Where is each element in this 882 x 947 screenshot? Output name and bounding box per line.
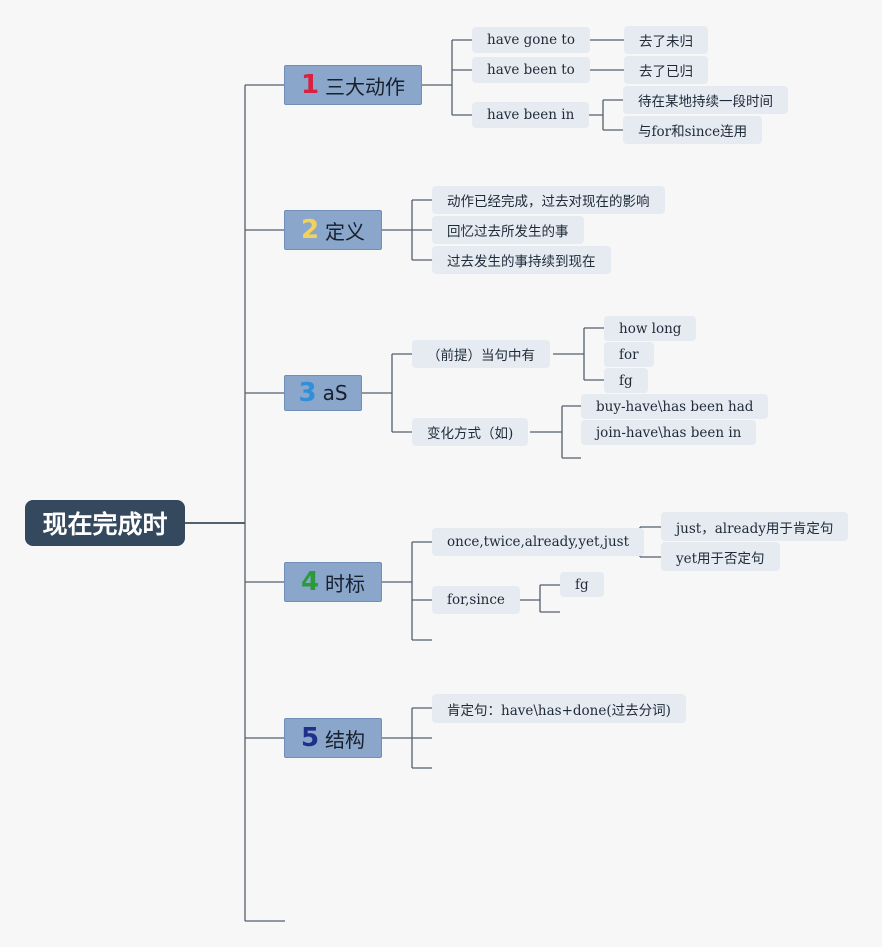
branch-1-sub-3[interactable]: have been in bbox=[472, 102, 590, 128]
branch-4-number: 4 bbox=[300, 567, 320, 597]
branch-1-topic[interactable]: 1 三大动作 bbox=[284, 65, 422, 105]
root-topic-label: 现在完成时 bbox=[42, 510, 168, 539]
branch-4-sub-2[interactable]: for,since bbox=[432, 586, 520, 614]
branch-3-sub-2[interactable]: 变化方式（如) bbox=[412, 418, 529, 446]
branch-1-leaf-4-label: 与for和since连用 bbox=[638, 124, 748, 140]
branch-4-sub-2-label: for,since bbox=[447, 592, 505, 608]
branch-5-sub-1[interactable]: 肯定句：have\has+done(过去分词) bbox=[432, 694, 686, 723]
branch-1-number: 1 bbox=[300, 70, 320, 100]
branch-1-leaf-2-label: 去了已归 bbox=[639, 64, 693, 80]
branch-4-topic[interactable]: 4 时标 bbox=[284, 562, 382, 602]
branch-4-sub-1[interactable]: once,twice,already,yet,just bbox=[432, 528, 644, 556]
branch-4-leaf-2[interactable]: yet用于否定句 bbox=[661, 542, 780, 571]
branch-5-topic[interactable]: 5 结构 bbox=[284, 718, 382, 758]
branch-1-leaf-2[interactable]: 去了已归 bbox=[624, 56, 708, 84]
branch-2-number: 2 bbox=[300, 215, 320, 245]
branch-4-leaf-3[interactable]: fg bbox=[560, 572, 604, 597]
branch-3-leaf-3[interactable]: fg bbox=[604, 368, 648, 393]
branch-3-sub-2-label: 变化方式（如) bbox=[427, 426, 514, 442]
branch-3-sub-1[interactable]: （前提）当句中有 bbox=[412, 340, 550, 368]
branch-3-number: 3 bbox=[298, 378, 317, 408]
branch-1-sub-2-label: have been to bbox=[487, 62, 575, 78]
branch-3-leaf-5-label: join-have\has been in bbox=[596, 424, 742, 441]
branch-1-sub-1[interactable]: have gone to bbox=[472, 27, 590, 53]
branch-3-leaf-1[interactable]: how long bbox=[604, 316, 697, 341]
branch-5-label: 结构 bbox=[325, 727, 366, 752]
branch-1-leaf-4[interactable]: 与for和since连用 bbox=[623, 116, 763, 144]
branch-3-leaf-2-label: for bbox=[619, 346, 639, 363]
branch-4-leaf-2-label: yet用于否定句 bbox=[676, 550, 765, 567]
branch-2-sub-2[interactable]: 回忆过去所发生的事 bbox=[432, 216, 584, 244]
branch-1-leaf-1-label: 去了未归 bbox=[639, 34, 693, 50]
branch-2-sub-3-label: 过去发生的事持续到现在 bbox=[447, 254, 596, 270]
branch-2-sub-1-label: 动作已经完成，过去对现在的影响 bbox=[447, 194, 650, 210]
branch-3-leaf-1-label: how long bbox=[619, 320, 682, 337]
branch-3-label: aS bbox=[322, 381, 348, 405]
branch-1-label: 三大动作 bbox=[325, 74, 406, 99]
branch-1-sub-2[interactable]: have been to bbox=[472, 57, 590, 83]
branch-3-sub-1-label: （前提）当句中有 bbox=[427, 348, 535, 364]
branch-2-label: 定义 bbox=[325, 219, 366, 244]
branch-1-sub-1-label: have gone to bbox=[487, 32, 575, 48]
branch-3-leaf-2[interactable]: for bbox=[604, 342, 654, 367]
branch-3-leaf-4-label: buy-have\has been had bbox=[596, 398, 754, 415]
branch-3-leaf-5[interactable]: join-have\has been in bbox=[581, 420, 757, 445]
branch-3-leaf-3-label: fg bbox=[619, 372, 633, 389]
branch-2-sub-3[interactable]: 过去发生的事持续到现在 bbox=[432, 246, 611, 274]
branch-3-topic[interactable]: 3 aS bbox=[284, 375, 362, 411]
branch-1-sub-3-label: have been in bbox=[487, 107, 575, 123]
branch-1-leaf-3-label: 待在某地持续一段时间 bbox=[638, 94, 773, 110]
branch-5-number: 5 bbox=[300, 723, 320, 753]
branch-4-leaf-1-label: just，already用于肯定句 bbox=[676, 520, 834, 537]
branch-4-sub-1-label: once,twice,already,yet,just bbox=[447, 534, 629, 550]
branch-1-leaf-3[interactable]: 待在某地持续一段时间 bbox=[623, 86, 788, 114]
branch-5-sub-1-label: 肯定句：have\has+done(过去分词) bbox=[447, 702, 671, 719]
branch-4-leaf-1[interactable]: just，already用于肯定句 bbox=[661, 512, 849, 541]
branch-2-topic[interactable]: 2 定义 bbox=[284, 210, 382, 250]
branch-2-sub-2-label: 回忆过去所发生的事 bbox=[447, 224, 569, 240]
branch-4-leaf-3-label: fg bbox=[575, 576, 589, 593]
branch-4-label: 时标 bbox=[325, 571, 366, 596]
branch-3-leaf-4[interactable]: buy-have\has been had bbox=[581, 394, 769, 419]
root-topic[interactable]: 现在完成时 bbox=[25, 500, 185, 546]
branch-2-sub-1[interactable]: 动作已经完成，过去对现在的影响 bbox=[432, 186, 665, 214]
branch-1-leaf-1[interactable]: 去了未归 bbox=[624, 26, 708, 54]
